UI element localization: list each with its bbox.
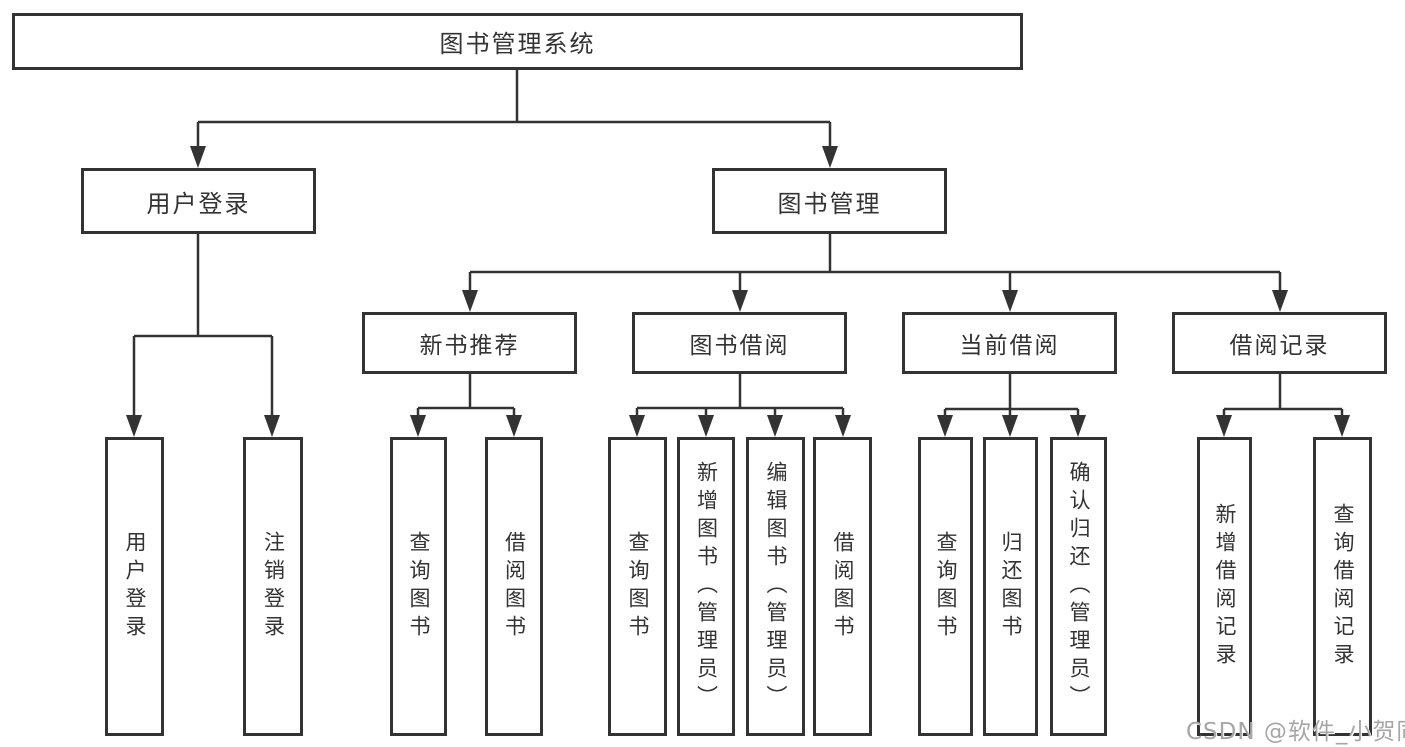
node-label: 查询图书 (407, 530, 431, 643)
node-borrow-record: 借阅记录 (1172, 312, 1387, 374)
node-leaf-edit-book-admin: 编辑图书（管理员） (746, 437, 805, 736)
node-label: 注销登录 (261, 530, 286, 643)
node-new-book-recommend: 新书推荐 (362, 312, 577, 374)
node-leaf-user-login: 用户登录 (105, 437, 164, 736)
node-leaf-query-borrow-record: 查询借阅记录 (1313, 437, 1372, 736)
node-label: 新增图书（管理员） (694, 460, 719, 713)
node-leaf-add-book-admin: 新增图书（管理员） (677, 437, 735, 736)
node-book-management: 图书管理 (712, 168, 947, 234)
node-book-borrow: 图书借阅 (632, 312, 847, 374)
node-label: 查询图书 (626, 530, 650, 643)
node-leaf-query-book-2: 查询图书 (608, 437, 667, 736)
node-label: 归还图书 (999, 530, 1023, 643)
node-leaf-return-book: 归还图书 (983, 437, 1038, 736)
node-label: 借阅图书 (502, 530, 527, 643)
node-user-login: 用户登录 (81, 168, 316, 234)
node-leaf-borrow-book-1: 借阅图书 (485, 437, 543, 736)
node-root-system: 图书管理系统 (12, 13, 1023, 70)
node-leaf-borrow-book-2: 借阅图书 (813, 437, 872, 736)
csdn-watermark: CSDN @软件_小贺同学 (1186, 719, 1405, 745)
node-current-borrow: 当前借阅 (902, 312, 1117, 374)
node-leaf-add-borrow-record: 新增借阅记录 (1197, 437, 1252, 736)
node-label: 用户登录 (123, 530, 147, 643)
node-label: 确认归还（管理员） (1067, 460, 1091, 713)
node-label: 借阅图书 (831, 530, 855, 643)
node-label: 新增借阅记录 (1213, 502, 1237, 671)
node-leaf-logout: 注销登录 (243, 437, 303, 736)
node-leaf-confirm-return-admin: 确认归还（管理员） (1050, 437, 1107, 736)
node-leaf-query-book-3: 查询图书 (918, 437, 973, 736)
node-leaf-query-book-1: 查询图书 (390, 437, 447, 736)
node-label: 查询借阅记录 (1331, 502, 1355, 671)
node-label: 编辑图书（管理员） (764, 460, 788, 713)
node-label: 查询图书 (934, 530, 958, 643)
